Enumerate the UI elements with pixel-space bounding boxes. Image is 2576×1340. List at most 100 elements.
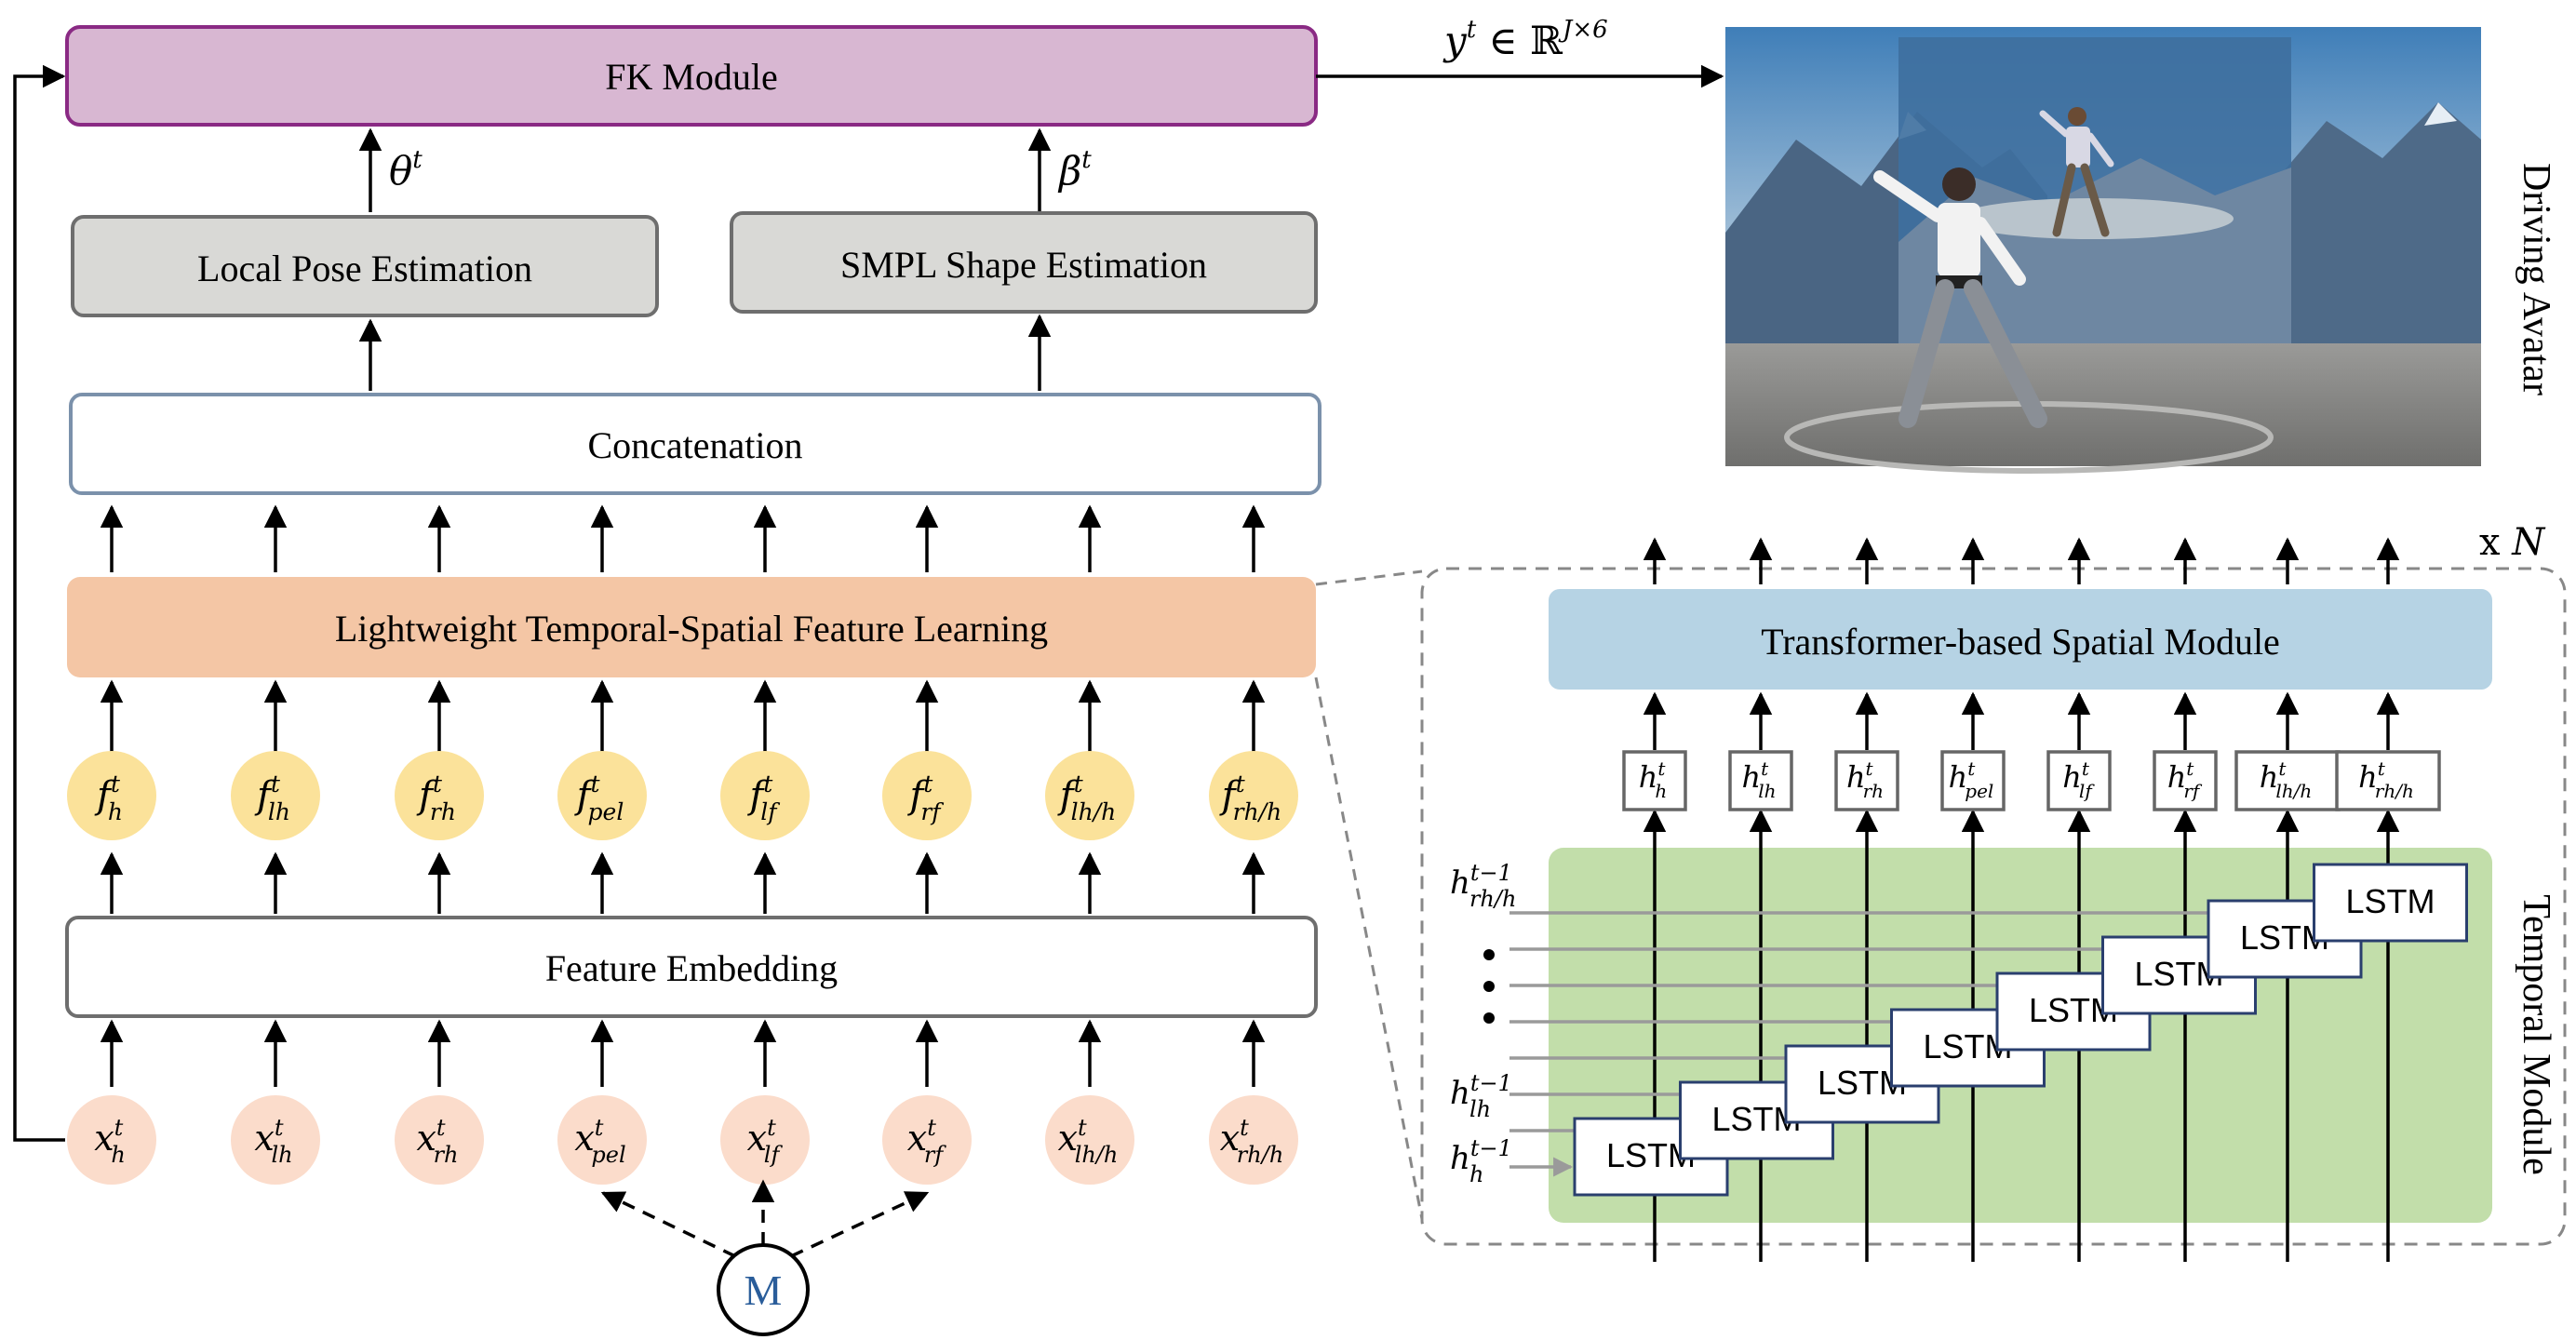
feature-embedding-box: Feature Embedding	[65, 916, 1318, 1018]
smpl-shape-label: SMPL Shape Estimation	[840, 244, 1207, 286]
x-node-circle	[395, 1095, 484, 1185]
f-node-circle	[557, 751, 647, 840]
beta-arrow: βt	[1027, 127, 1092, 212]
x-node-circle	[1045, 1095, 1134, 1185]
smpl-shape-box: SMPL Shape Estimation	[730, 211, 1318, 314]
f-node-circle	[1209, 751, 1298, 840]
h-box-rect	[2335, 750, 2441, 811]
x-node-circle	[1209, 1095, 1298, 1185]
feature-embedding-label: Feature Embedding	[545, 947, 838, 989]
f-node-circle	[67, 751, 156, 840]
f-node-circle	[882, 751, 972, 840]
lstm-cell: LSTM	[2313, 863, 2468, 943]
h-box-rect	[2046, 750, 2112, 811]
y-output-label: yt ∈ ℝJ×6	[1442, 16, 1608, 63]
f-node-circle	[1045, 751, 1134, 840]
h-box-rect	[1834, 750, 1899, 811]
m-node: M	[600, 1179, 930, 1336]
x-node-circle	[67, 1095, 156, 1185]
temporal-module-label: Temporal Module	[2515, 894, 2557, 1175]
local-pose-label: Local Pose Estimation	[197, 248, 532, 289]
transformer-label: Transformer-based Spatial Module	[1761, 621, 2280, 663]
lightweight-feature-learning-box: Lightweight Temporal-Spatial Feature Lea…	[67, 577, 1316, 677]
m-node-label: M	[745, 1266, 783, 1314]
h-box-rect	[1622, 750, 1687, 811]
h-box-rect	[2234, 750, 2341, 811]
x-node-circle	[882, 1095, 972, 1185]
f-node-circle	[720, 751, 810, 840]
lightweight-label: Lightweight Temporal-Spatial Feature Lea…	[335, 608, 1048, 650]
zoom-connector-lines	[1314, 570, 1424, 1220]
fk-module-label: FK Module	[605, 56, 778, 98]
local-pose-box: Local Pose Estimation	[71, 215, 659, 317]
detail-panel: x N Temporal Module Transformer-based Sp…	[1420, 521, 2567, 1262]
vertical-ellipsis	[1483, 949, 1495, 1024]
f-node-circle	[231, 751, 320, 840]
h-box-rect	[1940, 750, 2006, 811]
lstm-rect	[2313, 863, 2468, 943]
driving-avatar-label: Driving Avatar	[2515, 163, 2557, 395]
repeat-n-label: x N	[2479, 521, 2546, 564]
output-arrow: yt ∈ ℝJ×6	[1316, 16, 1724, 88]
fk-module: FK Module	[65, 25, 1318, 127]
h-box-rect	[2153, 750, 2218, 811]
x-node-circle	[557, 1095, 647, 1185]
beta-label: βt	[1057, 146, 1092, 194]
x-node-circle	[720, 1095, 810, 1185]
feedback-arrow	[13, 64, 66, 1142]
theta-label: θt	[389, 146, 423, 194]
theta-arrow: θt	[358, 127, 423, 212]
concatenation-box: Concatenation	[69, 393, 1322, 495]
